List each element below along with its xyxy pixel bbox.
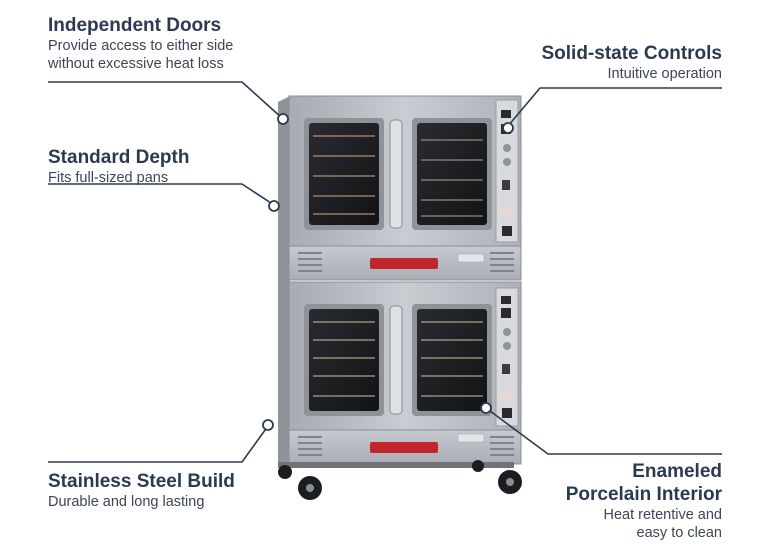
lower-control-panel xyxy=(495,287,519,427)
lower-door-handle xyxy=(389,305,403,415)
enameled-desc-1: Heat retentive and xyxy=(603,507,723,523)
independent-doors-title: Independent Doors xyxy=(48,15,222,36)
upper-brand-plate xyxy=(370,258,438,269)
standard-depth-desc: Fits full-sized pans xyxy=(48,170,169,186)
standard-depth-title: Standard Depth xyxy=(48,147,190,168)
lower-vents-right xyxy=(490,436,514,456)
enameled-desc-2: easy to clean xyxy=(636,525,722,541)
callout-independent-doors: Independent Doors Provide access to eith… xyxy=(48,14,233,73)
upper-right-door-window xyxy=(412,118,492,230)
oven-side-panel xyxy=(278,96,290,468)
independent-doors-desc-1: Provide access to either side xyxy=(48,38,234,54)
callout-solid-state-controls: Solid-state Controls Intuitive operation xyxy=(541,42,722,83)
enameled-title-2: Porcelain Interior xyxy=(565,484,722,505)
callout-enameled-porcelain: Enameled Porcelain Interior Heat retenti… xyxy=(566,460,722,542)
stainless-desc: Durable and long lasting xyxy=(48,494,205,510)
leader-standard-depth xyxy=(48,183,275,206)
upper-door-handle xyxy=(389,119,403,229)
lower-right-door-window xyxy=(412,304,492,416)
leader-independent-doors xyxy=(48,81,283,119)
leader-solid-state xyxy=(507,87,722,127)
lower-brand-plate xyxy=(370,442,438,453)
enameled-title-1: Enameled xyxy=(632,461,722,482)
lower-vents-left xyxy=(298,436,322,456)
solid-state-title: Solid-state Controls xyxy=(541,43,722,64)
callout-dots xyxy=(262,113,514,431)
upper-left-door-window xyxy=(304,118,384,230)
leader-enameled xyxy=(485,407,722,455)
solid-state-desc: Intuitive operation xyxy=(607,66,722,82)
caster-wheels xyxy=(278,460,522,500)
upper-vents-left xyxy=(298,252,322,272)
callout-leaders xyxy=(48,81,722,463)
upper-vents-right xyxy=(490,252,514,272)
callout-stainless-steel-build: Stainless Steel Build Durable and long l… xyxy=(48,470,235,511)
lower-left-door-window xyxy=(304,304,384,416)
independent-doors-desc-2: without excessive heat loss xyxy=(48,56,224,72)
upper-control-panel xyxy=(495,99,519,243)
stainless-title: Stainless Steel Build xyxy=(48,471,235,492)
callout-standard-depth: Standard Depth Fits full-sized pans xyxy=(48,146,189,187)
leader-stainless xyxy=(48,425,269,463)
